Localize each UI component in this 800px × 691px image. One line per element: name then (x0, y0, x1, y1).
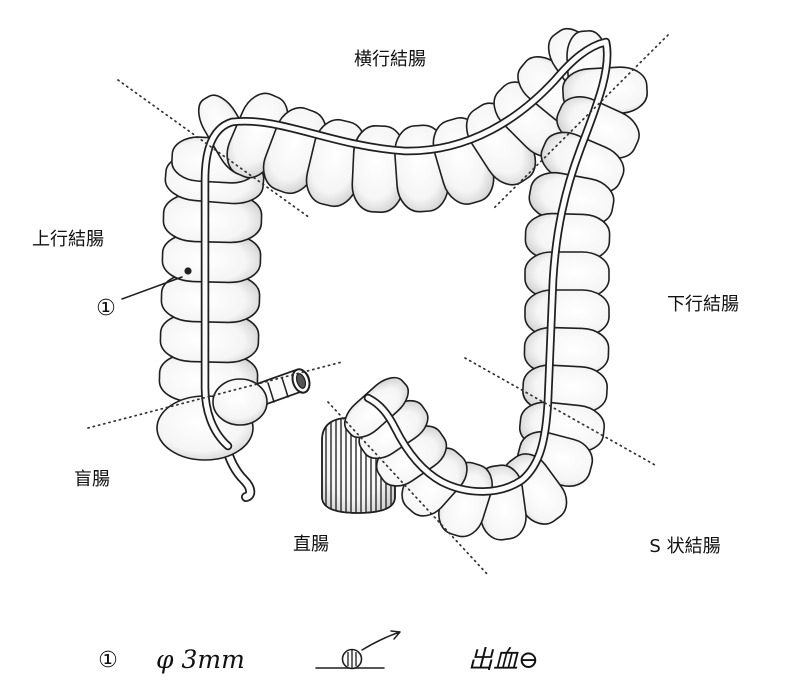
finding-marker: ① (96, 296, 116, 321)
finding-pointer-line (121, 276, 183, 300)
boundary-splenic-flexure (491, 34, 669, 211)
label-transverse-colon: 横行結腸 (354, 49, 426, 70)
ascending-colon (158, 153, 265, 404)
label-ascending-colon: 上行結腸 (32, 229, 104, 250)
legend-bleeding: 出血⊖ (468, 645, 539, 674)
boundary-hepatic-flexure (117, 79, 311, 219)
ileum-opening (291, 368, 311, 394)
boundary-sigmoid (464, 357, 656, 466)
descending-colon (518, 30, 648, 453)
legend-marker: ① (98, 648, 118, 673)
legend-size: φ 3mm (156, 645, 245, 674)
label-rectum: 直腸 (293, 534, 329, 555)
legend-row: ① φ 3mm 出血⊖ (98, 630, 539, 674)
boundary-cecum (87, 361, 343, 429)
polyp-sketch (315, 630, 401, 670)
taenia-coli (200, 37, 612, 496)
ileocecal-pouch (212, 378, 268, 426)
boundary-rectum (327, 401, 489, 576)
label-cecum: 盲腸 (74, 469, 110, 490)
finding-spot (184, 267, 192, 275)
polyp-arrow (361, 630, 401, 651)
label-sigmoid-colon: S 状結腸 (649, 536, 720, 557)
appendix (221, 441, 256, 502)
label-descending-colon: 下行結腸 (667, 294, 739, 315)
